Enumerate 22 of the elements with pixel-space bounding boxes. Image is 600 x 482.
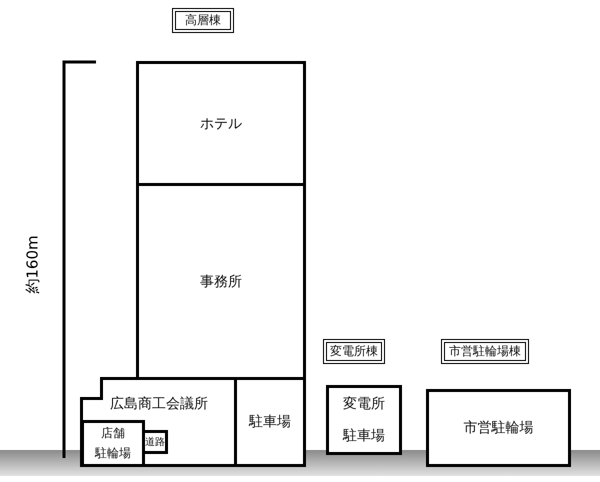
building-label: 道路 [145, 436, 165, 449]
building-label: ホテル [200, 114, 242, 132]
building-name-box [172, 8, 234, 33]
building-label: 市営駐輪場 [464, 419, 534, 437]
building-label: 駐車場 [343, 427, 385, 445]
building-label: 変電所 [343, 395, 385, 413]
building-block [234, 377, 306, 467]
building-block [81, 420, 145, 467]
building-label: 駐車場 [249, 413, 291, 431]
building-label: 広島商工会議所 [110, 395, 208, 413]
building-name-box [323, 339, 385, 364]
building-block [142, 430, 168, 454]
building-label: 駐輪場 [95, 445, 131, 462]
building-block [326, 385, 402, 455]
building-name: 市営駐輪場棟 [449, 343, 521, 360]
building-name: 変電所棟 [330, 343, 378, 360]
building-name: 高層棟 [185, 12, 221, 29]
building-block [426, 389, 571, 467]
building-label: 事務所 [200, 272, 242, 290]
building-label: 店舗 [101, 424, 125, 442]
building-block [136, 61, 306, 186]
building-name-box [441, 339, 529, 364]
